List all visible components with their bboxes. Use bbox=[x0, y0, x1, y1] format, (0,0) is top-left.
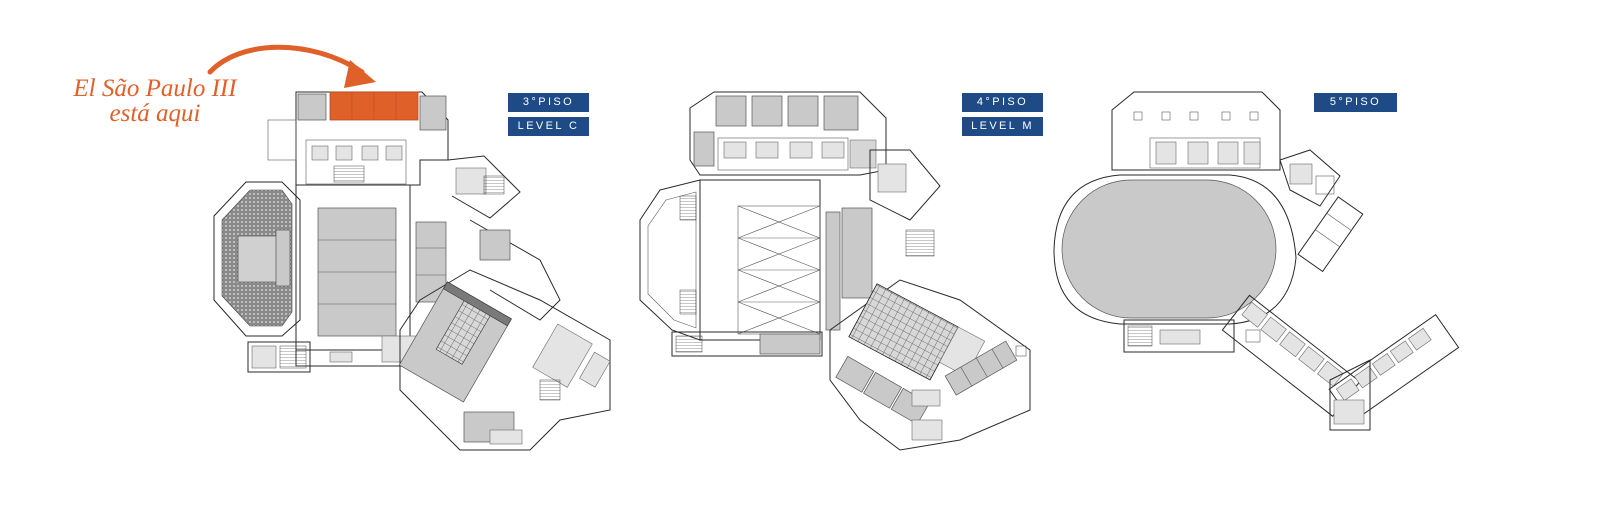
floor-4-label: 4°PISO bbox=[962, 93, 1043, 112]
floor-4-plan bbox=[639, 91, 1031, 451]
floor-5-plan bbox=[1053, 91, 1460, 431]
floor-3-label: 3°PISO bbox=[508, 93, 589, 112]
callout-line-2: está aqui bbox=[109, 100, 201, 127]
floor-4-level-label: LEVEL M bbox=[962, 117, 1043, 136]
callout-line-1: El São Paulo III bbox=[73, 75, 237, 102]
floor-3-plan bbox=[213, 91, 611, 451]
callout-arrowhead bbox=[344, 60, 376, 88]
floor-3-level-label: LEVEL C bbox=[508, 117, 589, 136]
floor-5-label: 5°PISO bbox=[1314, 93, 1397, 112]
callout-arrow bbox=[207, 44, 365, 75]
location-callout: El São Paulo III está aqui bbox=[40, 76, 270, 126]
